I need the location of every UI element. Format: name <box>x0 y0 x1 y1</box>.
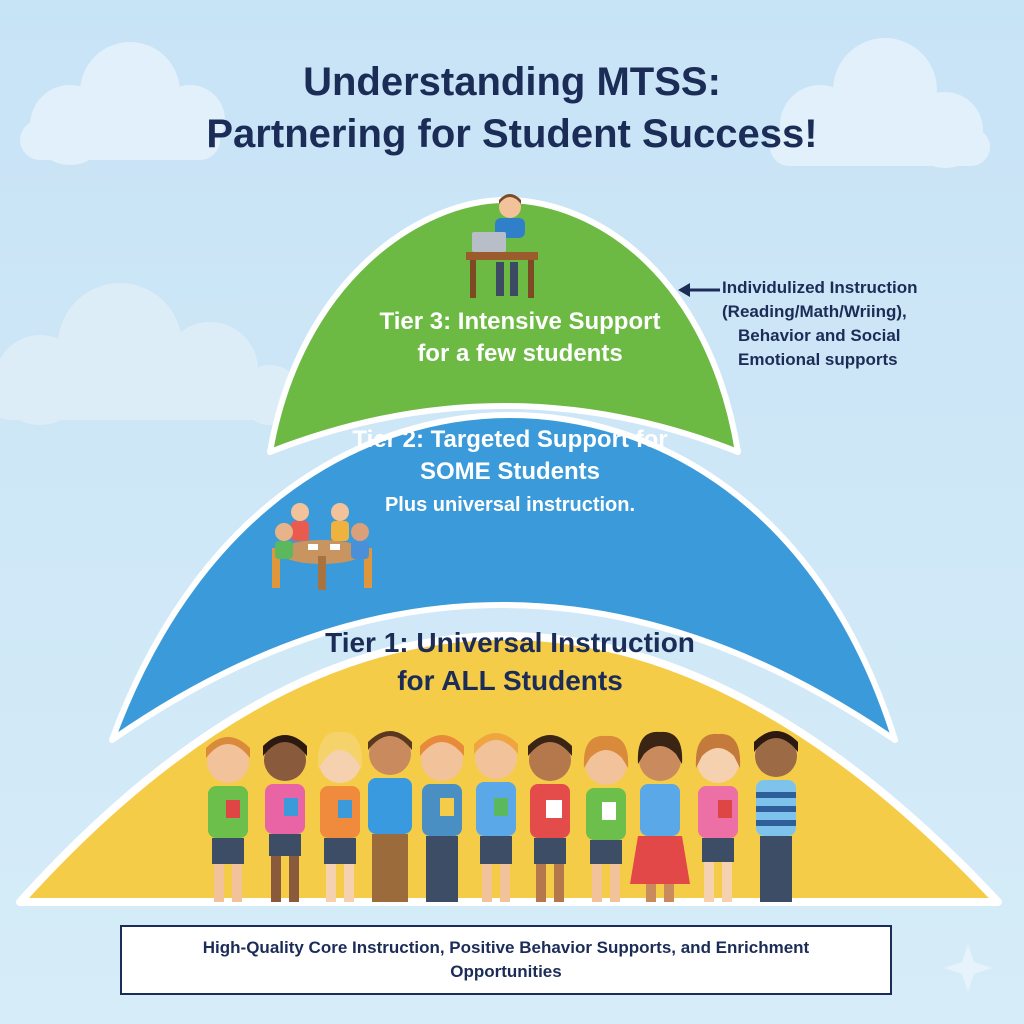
tier3-label-line2: for a few students <box>417 340 623 367</box>
student-icon <box>206 737 250 902</box>
tier2-label: Tier 2: Targeted Support for SOME Studen… <box>260 424 760 488</box>
title-line2: Partnering for Student Success! <box>206 112 818 156</box>
annotation-line: (Reading/Math/Wriing), <box>722 302 907 321</box>
footer-box: High-Quality Core Instruction, Positive … <box>120 925 892 995</box>
student-icon <box>630 731 690 902</box>
student-icon <box>317 731 363 902</box>
page-title: Understanding MTSS: Partnering for Stude… <box>0 56 1024 160</box>
annotation-line: Emotional supports <box>738 350 898 369</box>
title-line1: Understanding MTSS: <box>303 60 721 104</box>
student-icon <box>474 733 518 902</box>
tier2-label-line1: Tier 2: Targeted Support for <box>352 426 668 453</box>
tier1-label-line1: Tier 1: Universal Instruction <box>325 627 695 658</box>
student-at-desk-icon <box>466 194 538 298</box>
footer-text: High-Quality Core Instruction, Positive … <box>202 938 810 981</box>
tier2-band <box>109 412 898 743</box>
cloud-icon <box>20 42 225 165</box>
cloud-icon <box>770 38 990 168</box>
annotation-line: Behavior and Social <box>738 326 901 345</box>
tier3-band <box>267 197 741 455</box>
tier1-label-line2: for ALL Students <box>397 665 623 696</box>
annotation-line: Individulized Instruction <box>722 278 918 297</box>
student-icon <box>754 731 798 902</box>
student-icon <box>263 735 307 902</box>
student-icon <box>695 733 741 902</box>
student-row <box>206 731 798 902</box>
tier3-label-line1: Tier 3: Intensive Support <box>379 308 661 335</box>
sparkle-icon <box>944 944 992 992</box>
tier3-annotation: Individulized Instruction (Reading/Math/… <box>722 276 1022 372</box>
tier2-label-line2: SOME Students <box>419 458 600 485</box>
tier3-label: Tier 3: Intensive Support for a few stud… <box>300 306 740 370</box>
arrow-left-icon <box>678 283 720 297</box>
student-icon <box>583 735 629 902</box>
student-icon <box>368 731 412 902</box>
tier2-sublabel: Plus universal instruction. <box>384 494 636 516</box>
student-icon <box>528 735 572 902</box>
tier1-label: Tier 1: Universal Instruction for ALL St… <box>200 624 820 700</box>
student-icon <box>420 735 464 902</box>
small-group-table-icon <box>272 503 372 590</box>
